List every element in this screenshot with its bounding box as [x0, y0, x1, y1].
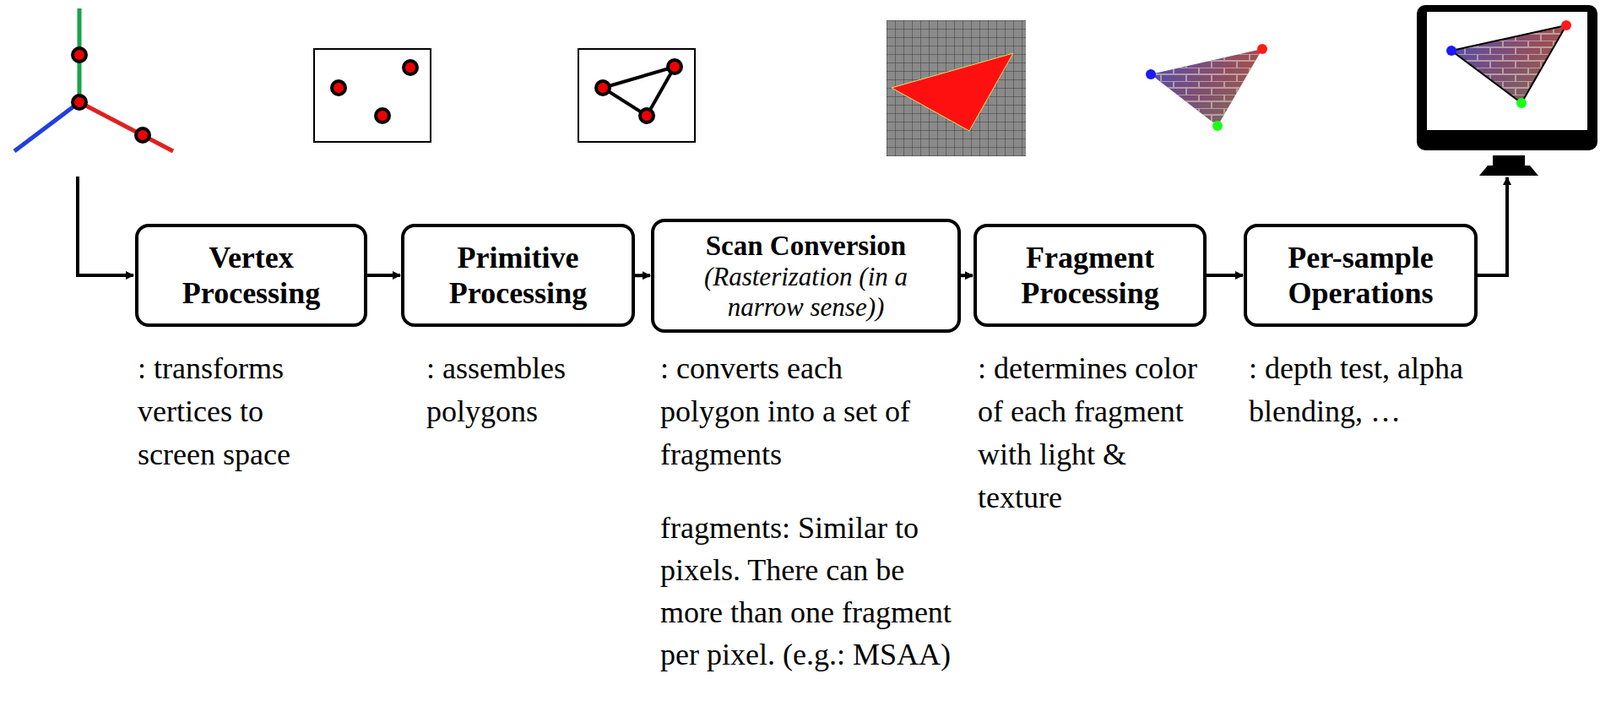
flow-arrow: [367, 273, 401, 277]
stage-description: : assembles polygons: [426, 347, 613, 434]
stage-title: Per-sample Operations: [1258, 239, 1463, 311]
stage-title: Vertex Processing: [150, 239, 353, 311]
raster-figure: [886, 20, 1026, 157]
process-box: Primitive Processing: assembles polygons: [401, 223, 635, 327]
stage-description: : transforms vertices to screen space: [137, 347, 332, 477]
stage-description: : determines color of each fragment with…: [977, 347, 1210, 520]
axes-figure: [14, 8, 174, 152]
stage-subtitle: (Rasterization (in a narrow sense)): [666, 261, 946, 323]
flow-arrow: [960, 273, 973, 277]
stage-title: Scan Conversion: [705, 229, 906, 262]
fragment-note: fragments: Similar to pixels. There can …: [660, 506, 952, 676]
stage-title: Primitive Processing: [416, 239, 620, 311]
process-box: Per-sample Operations: depth test, alpha…: [1243, 223, 1478, 327]
process-box: Scan Conversion(Rasterization (in a narr…: [650, 218, 961, 333]
process-box: Fragment Processing: determines color of…: [973, 223, 1207, 327]
process-box: Vertex Processing: transforms vertices t…: [135, 223, 368, 327]
stage-title: Fragment Processing: [988, 239, 1192, 311]
monitor-figure: [1416, 5, 1598, 176]
points-figure: [314, 48, 431, 142]
triangle-figure: [578, 48, 695, 142]
flow-arrow: [1206, 273, 1243, 277]
shaded-triangle-figure: [1145, 43, 1268, 131]
flow-arrow: [634, 273, 651, 277]
stage-description: : converts each polygon into a set of fr…: [660, 347, 948, 477]
stage-description: : depth test, alpha blending, …: [1248, 347, 1528, 434]
input-arrow: [77, 176, 134, 276]
